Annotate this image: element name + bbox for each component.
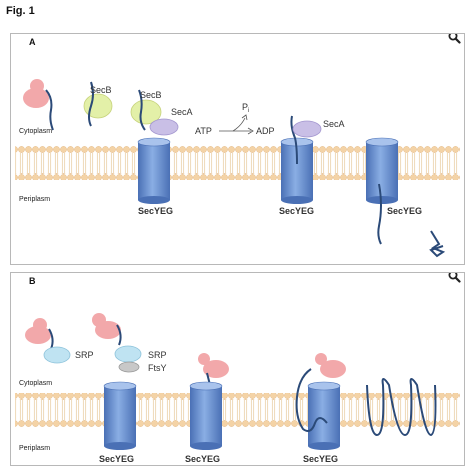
- translocating-chain: [290, 115, 298, 165]
- zoom-icon-b[interactable]: [448, 273, 461, 283]
- adp-label: ADP: [256, 126, 275, 136]
- panel-a-diagram: Cytoplasm Periplasm SecB SecB SecA Se: [15, 79, 460, 258]
- panel-b-label: B: [29, 276, 36, 286]
- secb-label-1: SecB: [90, 85, 112, 95]
- ftsy-label: FtsY: [148, 363, 167, 373]
- periplasm-label-b: Periplasm: [19, 445, 50, 452]
- panel-a: A Cytoplasm Periplasm: [10, 33, 465, 265]
- exiting-chain: [377, 183, 382, 245]
- secyeg-b-3: [307, 381, 341, 450]
- inserting-chain: [295, 368, 328, 432]
- secb-2: [130, 89, 162, 131]
- cytoplasm-label-b: Cytoplasm: [19, 380, 52, 387]
- secyeg-label-3: SecYEG: [387, 206, 422, 216]
- ribosome: [23, 79, 49, 108]
- secyeg-label-b-1: SecYEG: [99, 454, 134, 464]
- seca-label-1: SecA: [171, 107, 193, 117]
- ribosome-docked-1: [198, 353, 229, 378]
- panel-b: B Cytoplasm Periplasm: [10, 272, 465, 466]
- membrane-protein-helices: [366, 378, 437, 437]
- secyeg-3: [365, 137, 399, 204]
- cytoplasm-label: Cytoplasm: [19, 128, 52, 135]
- polypeptide-chain: [45, 89, 54, 131]
- secyeg-1: [137, 137, 171, 204]
- secyeg-label-b-3: SecYEG: [303, 454, 338, 464]
- folded-protein: [429, 230, 446, 258]
- ribosome-docked-2: [315, 353, 346, 378]
- figure-title: Fig. 1: [6, 5, 35, 17]
- secyeg-label-1: SecYEG: [138, 206, 173, 216]
- srp-label-2: SRP: [148, 350, 167, 360]
- seca-2: [292, 120, 322, 138]
- panel-b-diagram: Cytoplasm Periplasm SRP SRP FtsY SecYEG: [15, 313, 460, 464]
- secyeg-b-2: [189, 381, 223, 450]
- atp-label: ATP: [195, 126, 212, 136]
- periplasm-label: Periplasm: [19, 196, 50, 203]
- pi-label: Pi: [242, 102, 249, 114]
- membrane-bilayer: [15, 146, 460, 180]
- srp-label-1: SRP: [75, 350, 94, 360]
- secb-label-2: SecB: [140, 90, 162, 100]
- ribosome-srp-ftsy: [92, 313, 142, 373]
- ribosome-srp-1: [25, 318, 71, 364]
- secyeg-label-2: SecYEG: [279, 206, 314, 216]
- panel-a-label: A: [29, 37, 36, 47]
- seca-1: [149, 118, 179, 136]
- pi-arrow: [232, 117, 246, 132]
- secb-1: [83, 81, 113, 127]
- secyeg-label-b-2: SecYEG: [185, 454, 220, 464]
- zoom-icon-a[interactable]: [448, 34, 461, 44]
- seca-label-2: SecA: [323, 119, 345, 129]
- secyeg-b-1: [103, 381, 137, 450]
